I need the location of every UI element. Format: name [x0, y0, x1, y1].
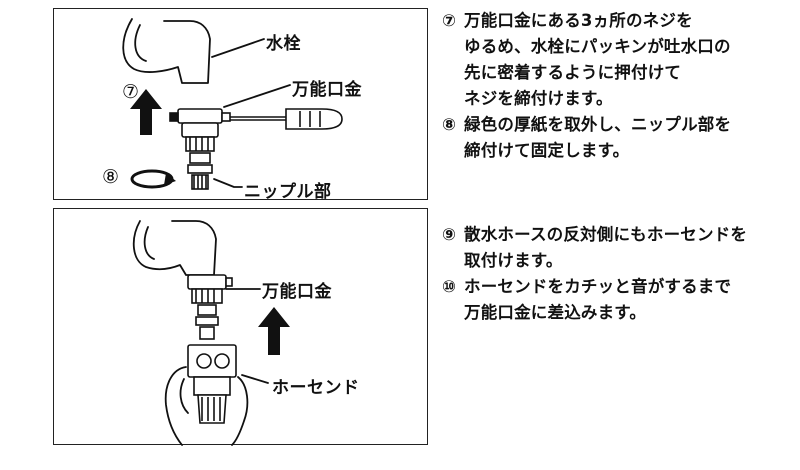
- step-number: ⑧: [442, 115, 457, 134]
- leader-hose-end: [241, 374, 269, 384]
- step-number: ⑩: [442, 277, 457, 296]
- attach-adapter-illustration: [122, 18, 343, 190]
- up-arrow-icon: [258, 307, 290, 355]
- up-arrow-icon: [130, 89, 162, 135]
- step-number: ⑦: [442, 11, 457, 30]
- hand-icon: [164, 366, 249, 446]
- adapter-body: [169, 108, 231, 190]
- adapter-body: [187, 274, 233, 340]
- label-adapter: 万能口金: [262, 282, 332, 302]
- label-hose-end: ホーセンド: [272, 378, 360, 398]
- step-number: ⑨: [442, 225, 457, 244]
- leader-adapter: [223, 84, 291, 108]
- faucet-outline: [132, 220, 217, 276]
- label-nipple: ニップル部: [244, 182, 332, 202]
- instruction-step-10: ⑩ ホーセンドをカチッと音がするまで 万能口金に差込みます。: [442, 274, 792, 326]
- faucet-inner-line: [143, 226, 155, 260]
- step-text: 万能口金にある3ヵ所のネジを ゆるめ、水栓にパッキンが吐水口の 先に密着するよう…: [464, 11, 731, 108]
- marker-step8: ⑧: [102, 166, 120, 188]
- step-text: 散水ホースの反対側にもホーセンドを 取付けます。: [464, 225, 748, 270]
- instruction-step-7: ⑦ 万能口金にある3ヵ所のネジを ゆるめ、水栓にパッキンが吐水口の 先に密着する…: [442, 8, 792, 112]
- faucet-outline: [122, 18, 211, 84]
- instruction-step-9: ⑨ 散水ホースの反対側にもホーセンドを 取付けます。: [442, 222, 792, 274]
- leader-faucet: [211, 38, 265, 58]
- label-faucet: 水栓: [266, 34, 301, 54]
- label-adapter: 万能口金: [292, 80, 362, 100]
- hose-end-icon: [187, 344, 237, 424]
- illustration-panel-attach-adapter: 水栓 万能口金 ニップル部 ⑦ ⑧: [53, 8, 428, 202]
- faucet-inner-line: [134, 24, 147, 62]
- instructions-steps-9-10: ⑨ 散水ホースの反対側にもホーセンドを 取付けます。 ⑩ ホーセンドをカチッと音…: [442, 222, 792, 326]
- screwdriver-icon: [230, 108, 343, 130]
- illustration-panel-insert-hose-end: 万能口金 ホーセンド: [53, 208, 428, 446]
- instruction-step-8: ⑧ 緑色の厚紙を取外し、ニップル部を 締付けて固定します。: [442, 112, 792, 164]
- step-text: ホーセンドをカチッと音がするまで 万能口金に差込みます。: [464, 277, 732, 322]
- leader-nipple: [213, 178, 243, 188]
- insert-hose-end-illustration: [132, 220, 290, 446]
- step-text: 緑色の厚紙を取外し、ニップル部を 締付けて固定します。: [464, 115, 732, 160]
- marker-step7: ⑦: [122, 81, 140, 103]
- instructions-steps-7-8: ⑦ 万能口金にある3ヵ所のネジを ゆるめ、水栓にパッキンが吐水口の 先に密着する…: [442, 8, 792, 164]
